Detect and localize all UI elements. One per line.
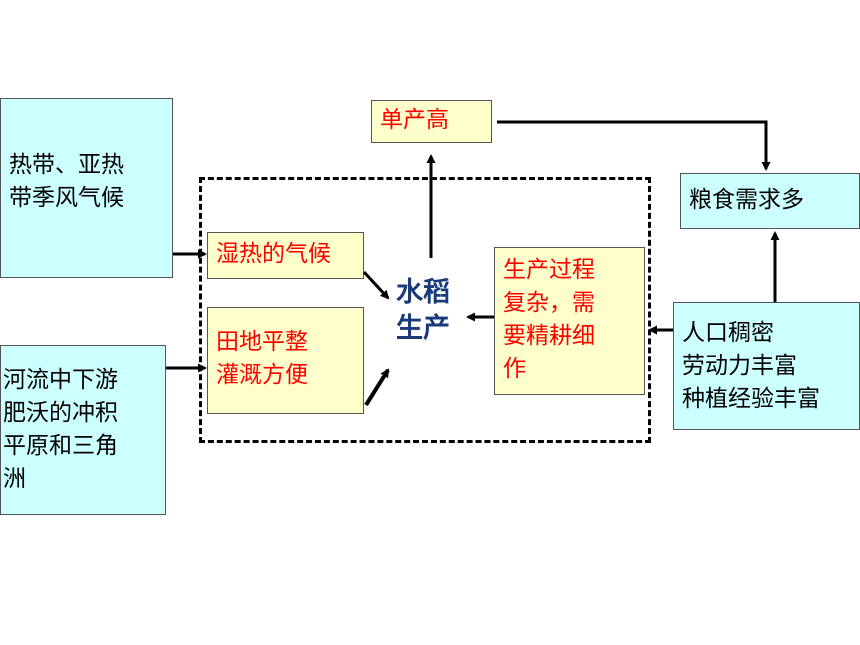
arrow-fields-to-center [364,368,390,407]
node-climate: 热带、亚热 带季风气候 [0,98,173,278]
node-flat-fields: 田地平整 灌溉方便 [207,307,364,414]
node-food-demand: 粮食需求多 [680,173,860,229]
center-rice-production: 水稻 生产 [396,277,450,344]
node-high-yield: 单产高 [371,100,492,143]
node-complex-process: 生产过程 复杂，需 要精耕细 作 [494,247,645,395]
arrow-yield-to-demand [497,120,771,171]
node-humid-climate: 湿热的气候 [207,232,364,279]
dashed-frame [199,177,651,443]
arrow-humid-to-center [362,270,390,300]
node-plains: 河流中下游 肥沃的冲积 平原和三角 洲 [0,345,166,515]
